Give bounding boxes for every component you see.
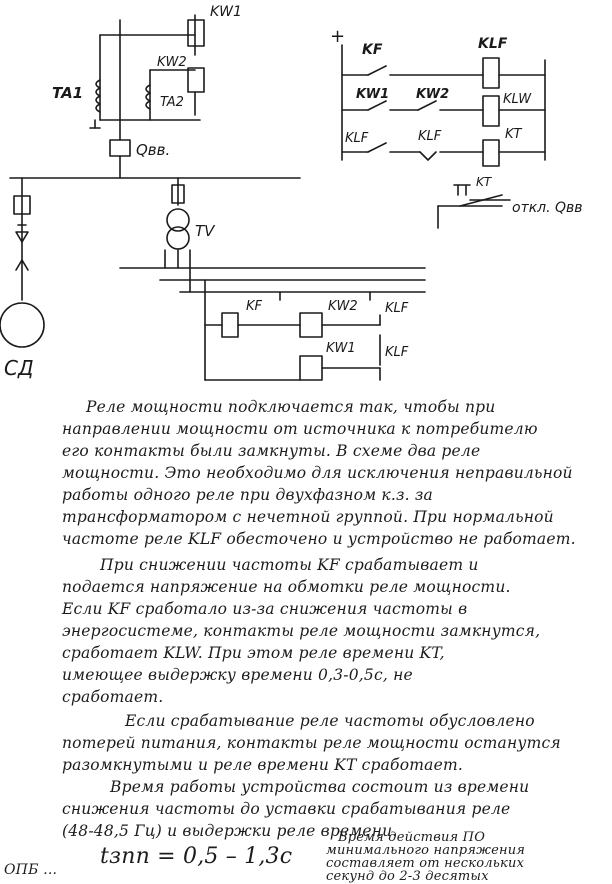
label-kw1-bottom: KW1: [326, 341, 356, 356]
label-klf-b2: KLF: [385, 345, 409, 360]
text-line: мощности. Это необходимо для исключения …: [62, 464, 573, 482]
text-line: работы одного реле при двухфазном к.з. з…: [62, 486, 433, 504]
label-klf-contact-2: KLF: [418, 129, 442, 144]
label-klw: KLW: [503, 92, 532, 107]
text-line: При снижении частоты KF срабатывает и: [100, 556, 479, 574]
text-line: энергосистеме, контакты реле мощности за…: [62, 622, 541, 640]
label-qvv: Qвв.: [136, 141, 170, 159]
text-line: трансформатором с нечетной группой. При …: [62, 508, 554, 526]
label-tv: TV: [195, 222, 216, 240]
text-line: Если срабатывание реле частоты обусловле…: [125, 712, 535, 730]
text-line: Реле мощности подключается так, чтобы пр…: [86, 398, 496, 416]
text-line: имеющее выдержку времени 0,3-0,5с, не: [62, 666, 413, 684]
label-kw1-contact: KW1: [356, 87, 389, 102]
label-ta2: TA2: [160, 95, 184, 110]
dc-operating-circuit: [341, 44, 546, 229]
formula: tзпп = 0,5 – 1,3с: [100, 844, 293, 869]
label-klf-b1: KLF: [385, 301, 409, 316]
text-line: его контакты были замкнуты. В схеме два …: [62, 442, 481, 460]
motor-branch: [0, 177, 45, 348]
label-kw2: KW2: [157, 55, 187, 70]
label-sd: СД: [4, 356, 34, 380]
label-kw2-contact: KW2: [416, 87, 449, 102]
text-line: сработает.: [62, 688, 164, 706]
text-line: направлении мощности от источника к потр…: [62, 420, 538, 438]
side-note-line: секунд до 2-3 десятых: [326, 869, 489, 884]
label-kf-bottom: KF: [246, 299, 263, 314]
label-klf-contact-1: KLF: [345, 131, 369, 146]
bottom-relay-circuit: [204, 279, 381, 381]
label-ta1: TA1: [52, 84, 83, 102]
voltage-transformer: [119, 177, 426, 293]
label-kt-coil: KT: [505, 127, 523, 142]
current-circuit: [9, 14, 301, 179]
side-note-line: Время действия ПО: [338, 830, 486, 845]
text-line: потерей питания, контакты реле мощности …: [62, 734, 561, 752]
circuit-schematic: KW1 KW2 TA1 TA2 Qвв. СД TV + KF KLF KW1 …: [0, 4, 583, 381]
label-kf-top: KF: [362, 42, 383, 58]
text-line: сработает KLW. При этом реле времени KT,: [62, 644, 445, 662]
label-kw1: KW1: [210, 4, 242, 20]
text-line: разомкнутыми и реле времени KT сработает…: [62, 756, 463, 774]
label-klf-top: KLF: [478, 36, 508, 52]
text-line: частоте реле KLF обесточено и устройство…: [62, 530, 576, 548]
side-note-line: составляет от нескольких: [326, 856, 525, 871]
text-line: снижения частоты до уставки срабатывания…: [62, 800, 511, 818]
text-line: (48-48,5 Гц) и выдержки реле времени.: [62, 822, 398, 840]
label-kt-timer: KT: [476, 175, 493, 189]
label-kw2-bottom: KW2: [328, 299, 358, 314]
label-plus: +: [330, 26, 345, 47]
label-otkl: откл. Qвв: [512, 200, 583, 216]
cut-off-line: ОПБ ...: [4, 862, 58, 878]
text-line: Если KF сработало из-за снижения частоты…: [62, 600, 468, 618]
text-line: подается напряжение на обмотки реле мощн…: [62, 578, 511, 596]
side-note-line: минимального напряжения: [326, 843, 526, 858]
text-line: Время работы устройства состоит из време…: [110, 778, 530, 796]
